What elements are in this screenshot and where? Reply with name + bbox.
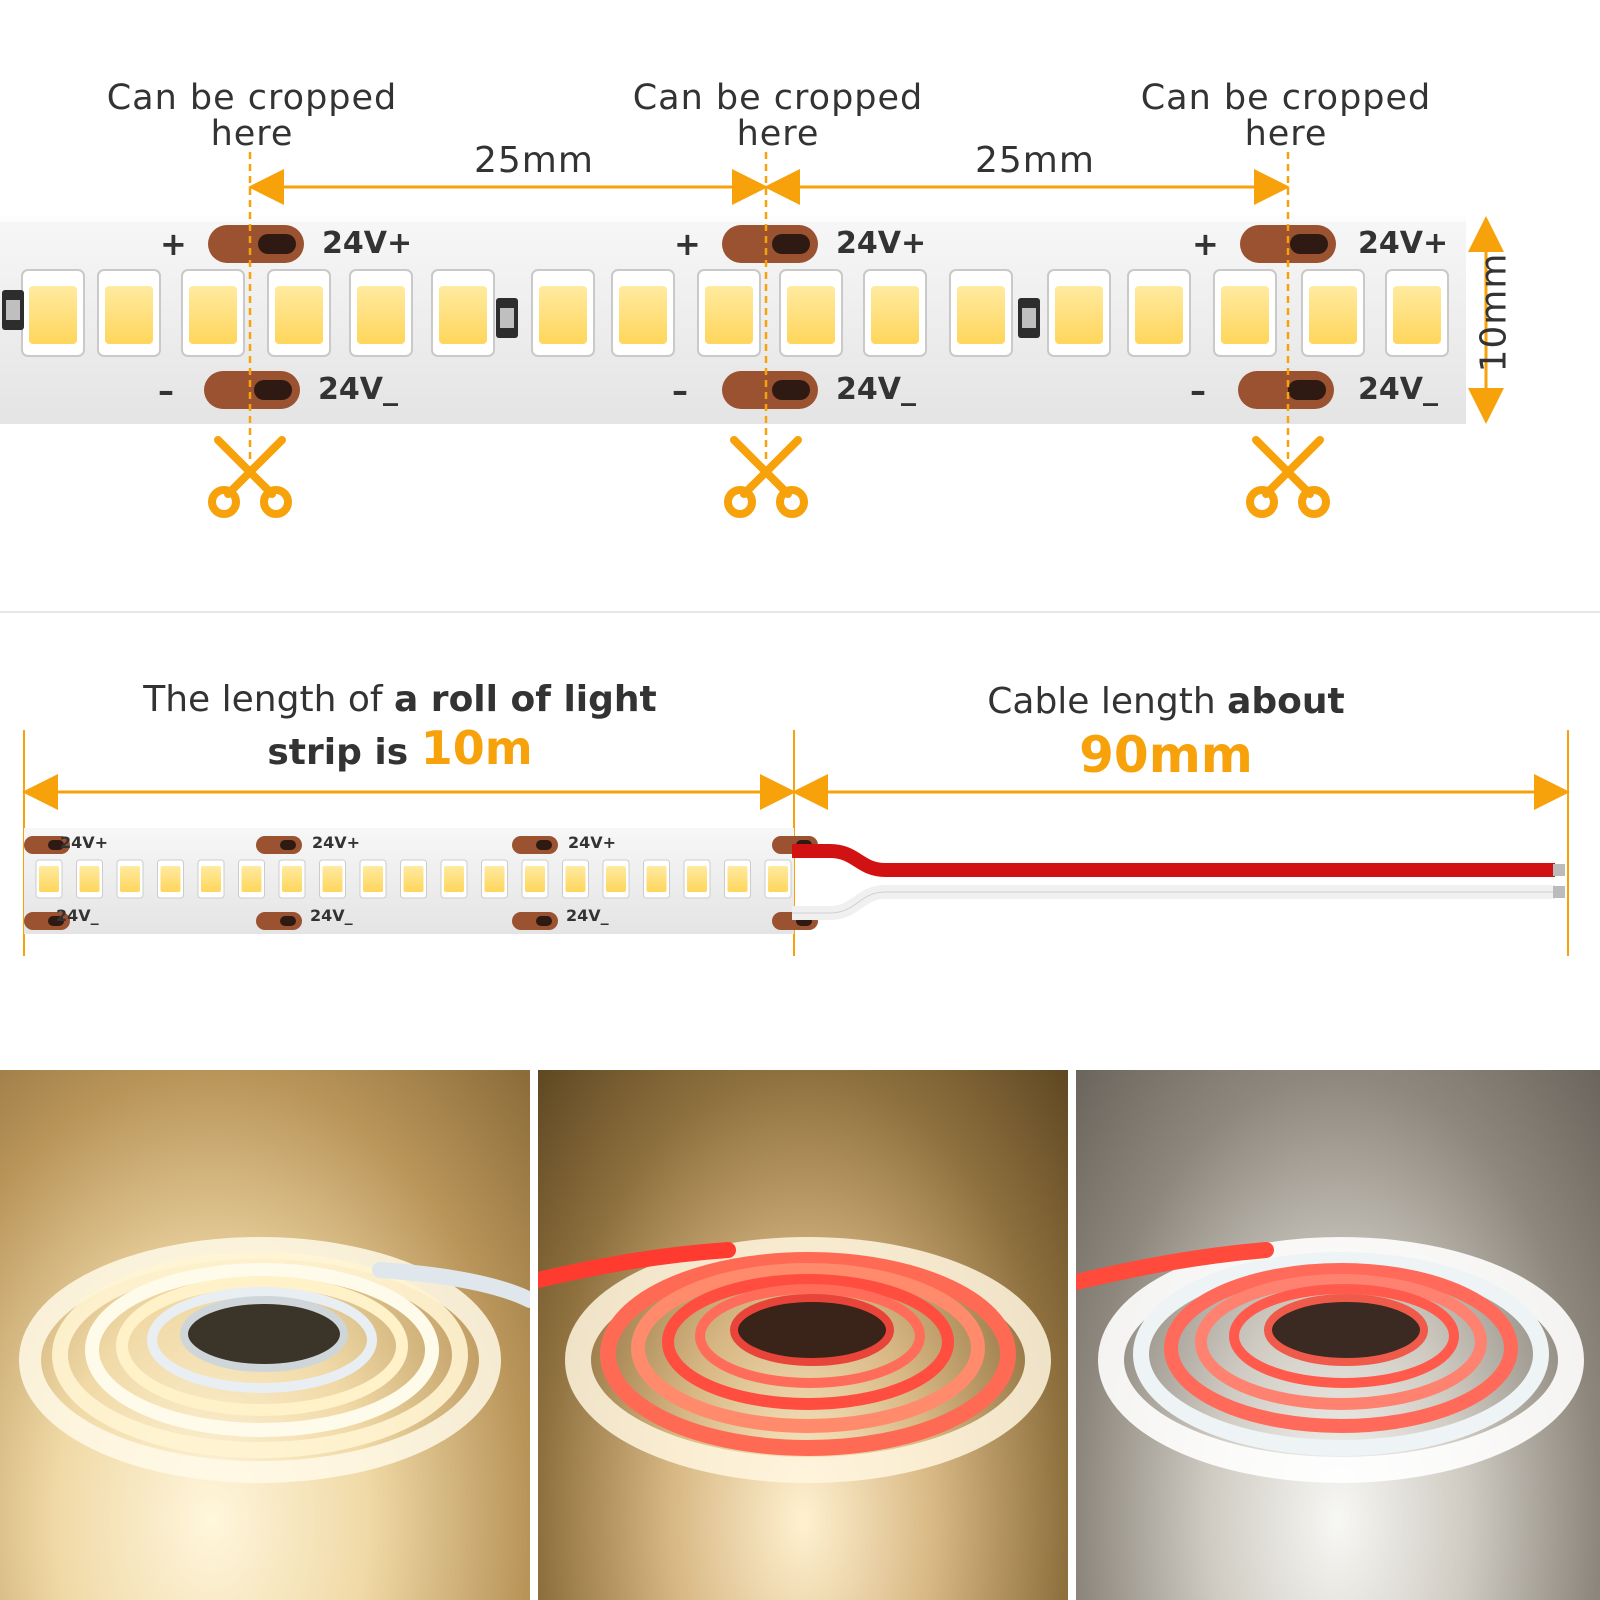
led-chip (181, 269, 245, 357)
led-chip (949, 269, 1013, 357)
small-pad-label-plus-2: 24V+ (312, 833, 361, 852)
crop-label-line: here (210, 114, 294, 154)
roll-length-value: 10m (420, 721, 533, 775)
small-copper-pad (256, 836, 302, 854)
minus-sign-1: – (158, 372, 174, 410)
photo-warm-white (0, 1070, 530, 1600)
small-copper-pad (24, 912, 70, 930)
small-led-chip (521, 859, 549, 899)
copper-pad (722, 371, 818, 409)
roll-diagram (22, 730, 1570, 956)
plus-sign-2: + (674, 225, 701, 263)
small-led-chip (643, 859, 670, 899)
roll-length-caption: The length of a roll of light strip is 1… (143, 679, 657, 775)
small-pad-label-minus-3: 24V_ (566, 906, 609, 925)
plus-sign-3: + (1192, 225, 1219, 263)
copper-pad (208, 225, 304, 263)
spacing-label-2: 25mm (975, 140, 1095, 181)
small-copper-pad (256, 912, 302, 930)
small-led-chip (197, 859, 225, 899)
scissors-icon (208, 436, 292, 518)
pad-label-minus-3: 24V_ (1358, 372, 1438, 407)
led-chip (611, 269, 675, 357)
plus-sign-1: + (160, 225, 187, 263)
small-pad-label-minus-1: 24V_ (56, 906, 99, 925)
small-led-chip (764, 859, 792, 899)
led-chip (531, 269, 595, 357)
led-chip (697, 269, 761, 357)
led-chip (1385, 269, 1449, 357)
small-led-chip (481, 859, 508, 899)
small-led-chip (238, 859, 265, 899)
small-led-chip (359, 859, 387, 899)
led-chip (267, 269, 331, 357)
led-row (2, 225, 1449, 409)
photo-red-on (538, 1070, 1068, 1600)
copper-pad (1240, 225, 1336, 263)
small-led-chip (602, 859, 630, 899)
crop-label-line: Can be cropped (632, 78, 924, 118)
width-label: 10mm (1473, 252, 1515, 373)
led-chip (21, 269, 85, 357)
crop-label-line: Can be cropped (106, 78, 398, 118)
small-copper-pad (512, 836, 558, 854)
small-led-chip (562, 859, 589, 899)
small-led-chip (278, 859, 306, 899)
led-chip (349, 269, 413, 357)
pad-label-plus-3: 24V+ (1358, 226, 1449, 261)
crop-label-line: here (1244, 114, 1328, 154)
led-chip (431, 269, 495, 357)
small-copper-pad (512, 912, 558, 930)
led-chip (1127, 269, 1191, 357)
pad-label-plus-1: 24V+ (322, 226, 413, 261)
small-pad-label-plus-1: 24V+ (60, 833, 109, 852)
pad-label-minus-2: 24V_ (836, 372, 916, 407)
led-chip (1213, 269, 1277, 357)
spacing-label-1: 25mm (474, 140, 594, 181)
small-pad-label-minus-2: 24V_ (310, 906, 353, 925)
small-led-chip (35, 859, 63, 899)
led-chip (779, 269, 843, 357)
small-led-row (24, 836, 818, 930)
resistor (1018, 298, 1040, 338)
led-chip (1301, 269, 1365, 357)
small-led-chip (683, 859, 711, 899)
small-copper-pad (24, 836, 70, 854)
white-cable (792, 885, 1555, 920)
minus-sign-2: – (672, 372, 688, 410)
led-chip (863, 269, 927, 357)
small-led-chip (76, 859, 103, 899)
small-led-chip (116, 859, 144, 899)
top-strip-diagram (0, 152, 1504, 518)
small-led-chip (400, 859, 427, 899)
resistor (496, 298, 518, 338)
small-led-chip (157, 859, 184, 899)
small-led-chip (319, 859, 346, 899)
crop-label-line: Can be cropped (1140, 78, 1432, 118)
small-led-chip (440, 859, 468, 899)
scissors-icon (1246, 436, 1330, 518)
led-chip (97, 269, 161, 357)
red-cable (792, 844, 1555, 877)
led-chip (1047, 269, 1111, 357)
resistor (2, 290, 24, 330)
copper-pad (722, 225, 818, 263)
small-pad-label-plus-3: 24V+ (568, 833, 617, 852)
copper-pad (204, 371, 300, 409)
copper-pad (1238, 371, 1334, 409)
section-divider (0, 611, 1600, 613)
pad-label-plus-2: 24V+ (836, 226, 927, 261)
pad-label-minus-1: 24V_ (318, 372, 398, 407)
small-led-chip (724, 859, 751, 899)
scissors-icon (724, 436, 808, 518)
minus-sign-3: – (1190, 372, 1206, 410)
photo-cool-white (1076, 1070, 1600, 1600)
crop-label-line: here (736, 114, 820, 154)
